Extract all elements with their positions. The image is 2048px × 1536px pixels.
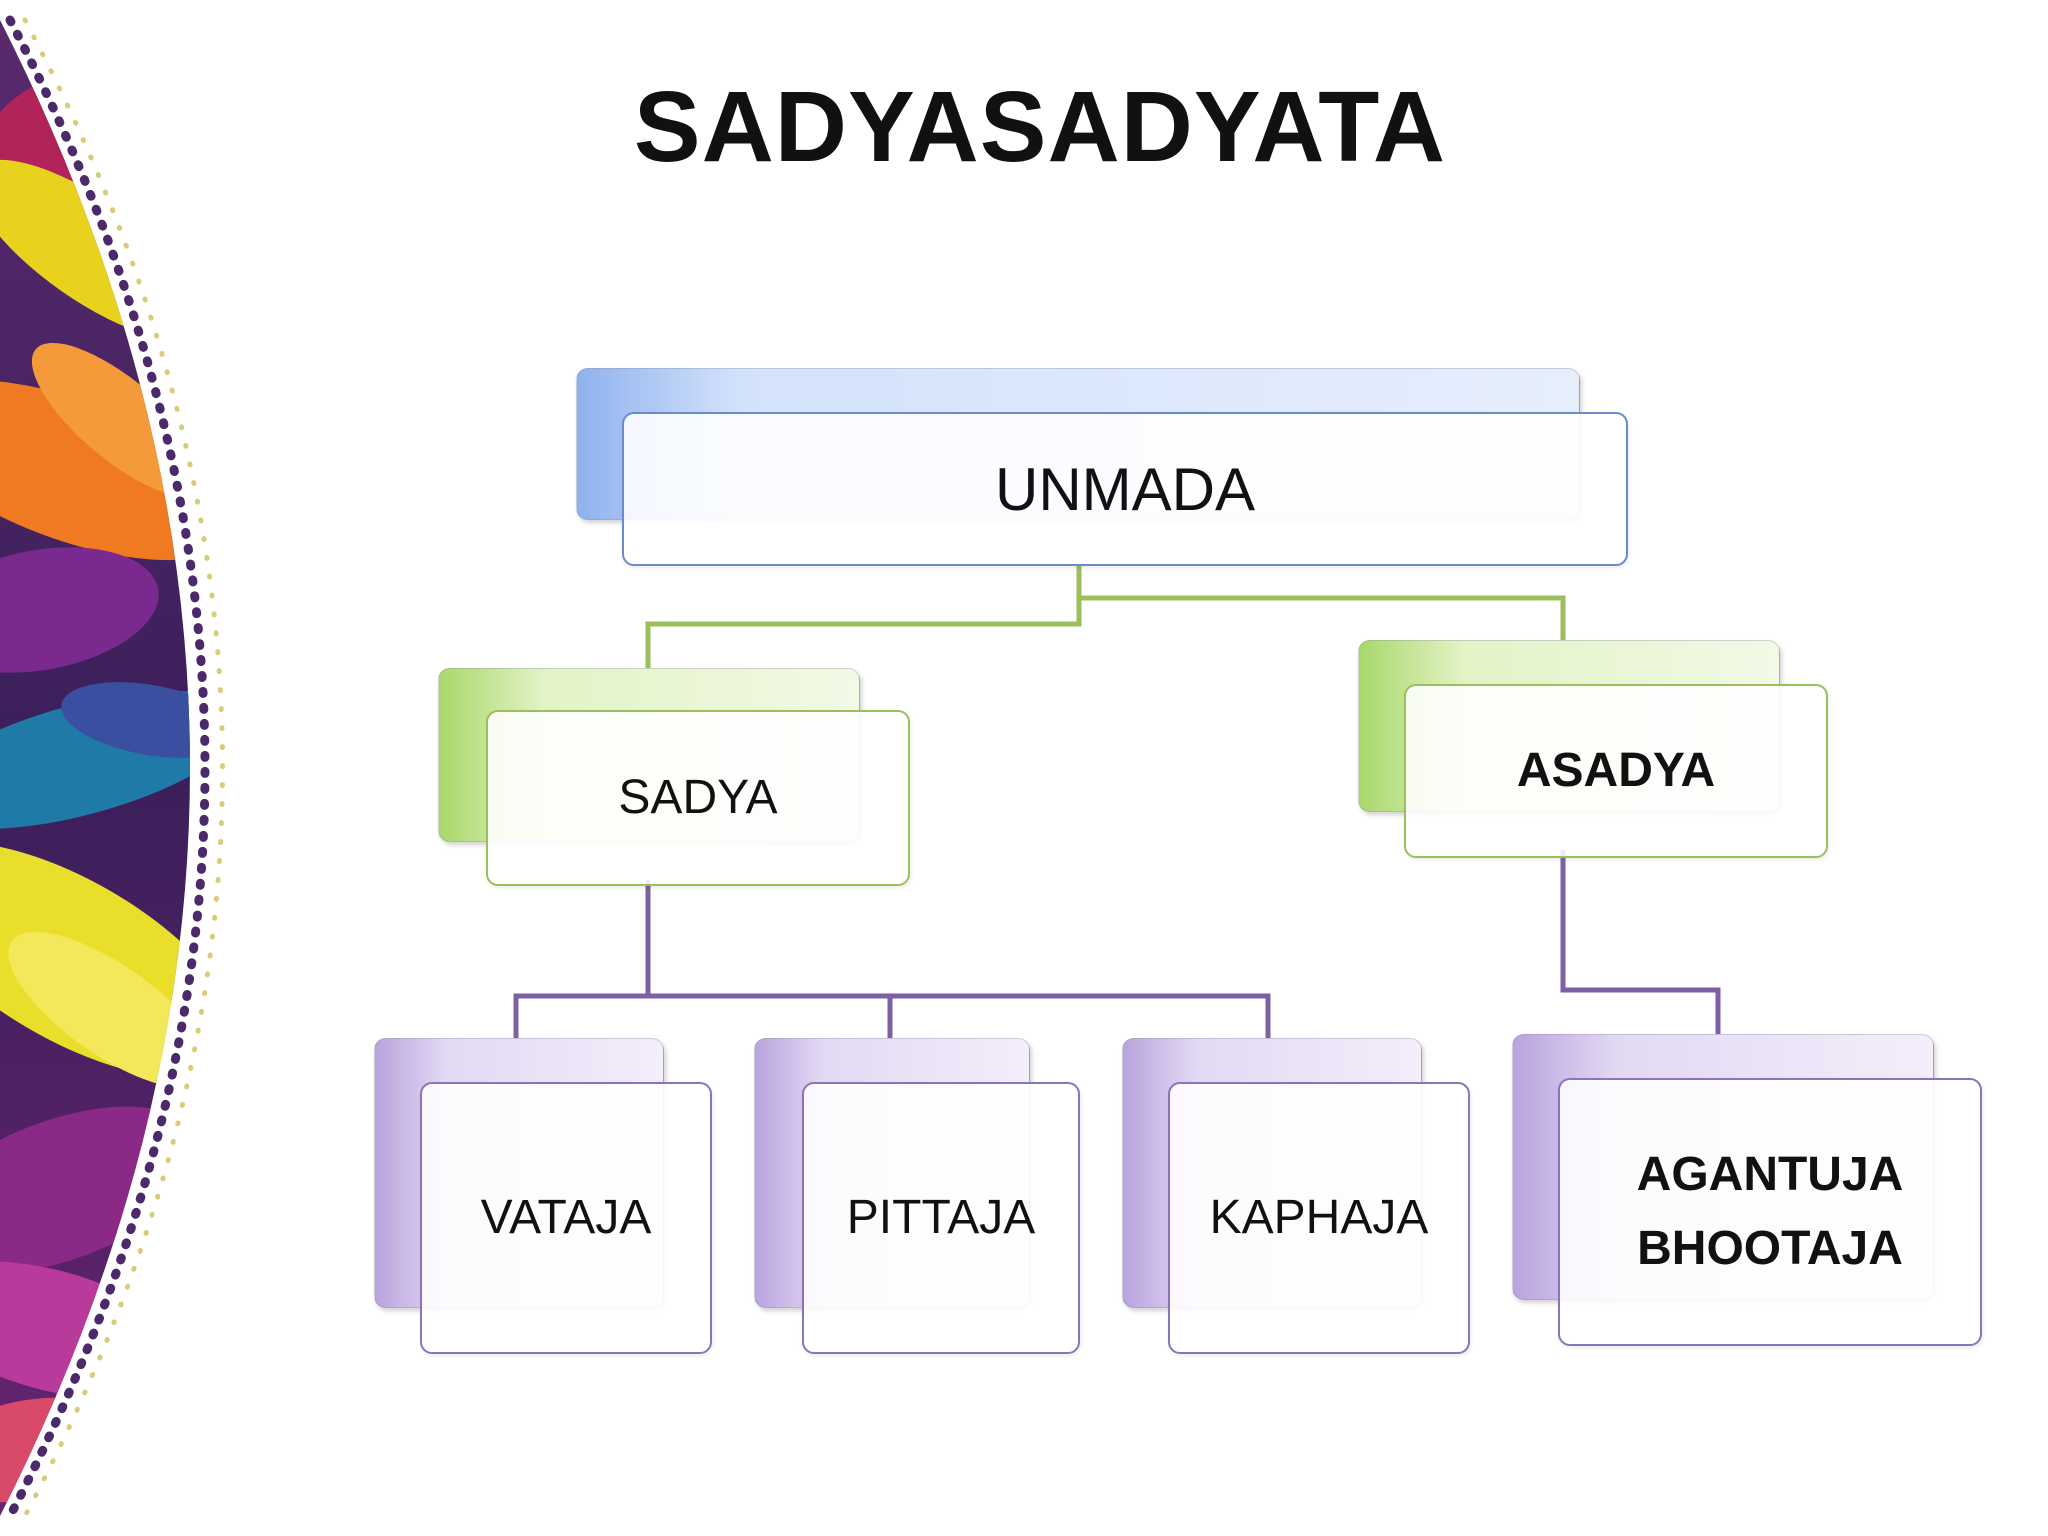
node-kaphaja-label: KAPHAJA bbox=[1209, 1190, 1429, 1244]
connector-root-asadya bbox=[1076, 566, 1566, 640]
node-asadya-label: ASADYA bbox=[1516, 743, 1716, 797]
node-kaphaja-box: KAPHAJA bbox=[1168, 1082, 1470, 1354]
node-unmada-label: UNMADA bbox=[994, 455, 1255, 523]
node-vataja-label: VATAJA bbox=[480, 1190, 652, 1244]
node-sadya-label: SADYA bbox=[618, 770, 778, 824]
connector-root-sadya bbox=[645, 566, 1082, 668]
node-asadya-box: ASADYA bbox=[1404, 684, 1828, 858]
node-bhootaja-label: BHOOTAJA bbox=[1637, 1222, 1903, 1275]
connector-asadya-agantuja bbox=[1560, 850, 1721, 1034]
node-agantuja-label: AGANTUJA bbox=[1636, 1147, 1904, 1201]
node-agantuja-box: AGANTUJA BHOOTAJA bbox=[1558, 1078, 1982, 1346]
node-pittaja-label: PITTAJA bbox=[846, 1190, 1036, 1244]
node-vataja-box: VATAJA bbox=[420, 1082, 712, 1354]
node-sadya-box: SADYA bbox=[486, 710, 910, 886]
node-unmada-box: UNMADA bbox=[622, 412, 1628, 566]
feather-decoration bbox=[0, 15, 225, 1521]
slide-title: SADYASADYATA bbox=[633, 71, 1447, 183]
node-pittaja-box: PITTAJA bbox=[802, 1082, 1080, 1354]
